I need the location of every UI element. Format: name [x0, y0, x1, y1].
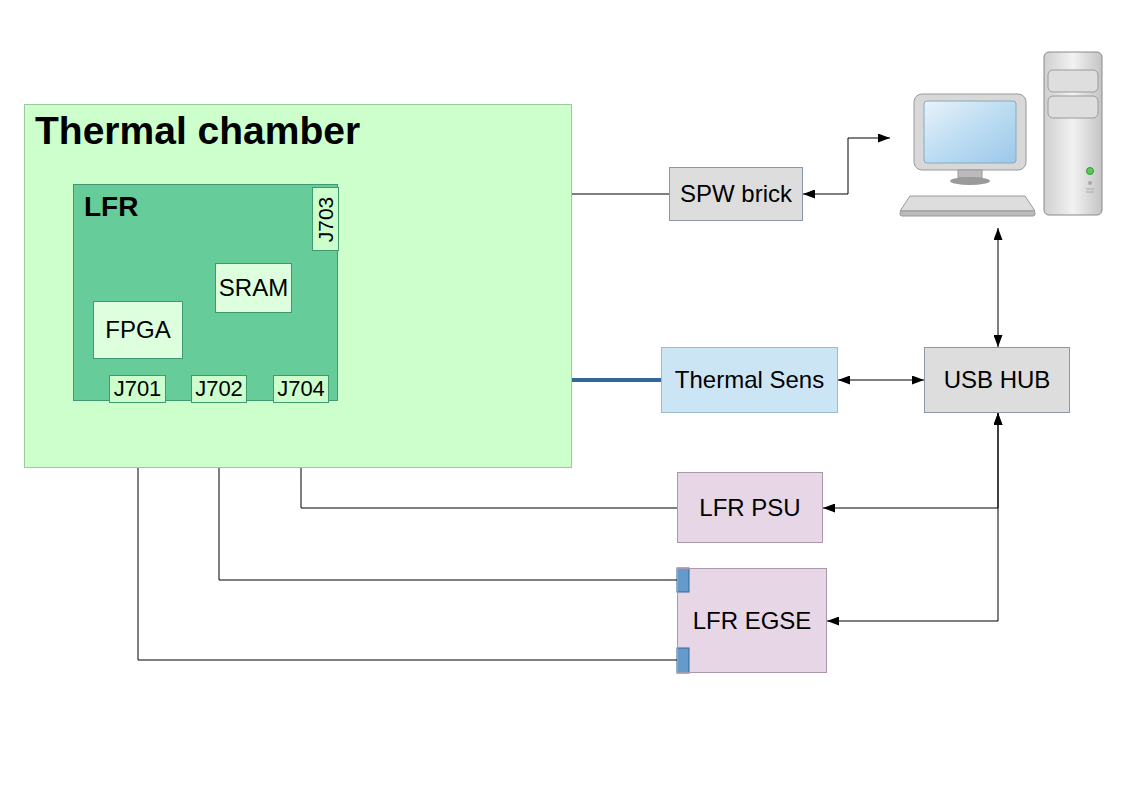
usb-computer-wire	[998, 228, 999, 347]
egse-body	[677, 568, 827, 673]
computer-icon	[900, 52, 1102, 216]
sensor-box: Thermal Sens	[661, 347, 838, 413]
box-label: USB HUB	[944, 366, 1051, 394]
device-box: LFR EGSE	[677, 568, 827, 673]
device-box: SPW brick	[669, 167, 803, 221]
chip-box: FPGA	[93, 301, 183, 359]
connector-box: J704	[273, 375, 329, 403]
computer-wires	[803, 138, 998, 347]
connector-box: J703	[312, 187, 339, 251]
box-label: J703	[315, 196, 336, 242]
signal-arrow	[838, 380, 924, 381]
signal-arrow	[823, 413, 998, 508]
signal-arrow	[827, 413, 998, 621]
chamber-region: Thermal chamberLFR J703SRAM FPGA J701 J702 J7…	[24, 104, 572, 468]
connector-box: J702	[191, 375, 247, 403]
region-heading: LFR	[84, 191, 138, 223]
chip-box: SRAM	[215, 263, 292, 313]
box-label: LFR EGSE	[693, 607, 812, 635]
box-label: Thermal Sens	[675, 366, 824, 394]
device-box: USB HUB	[924, 347, 1070, 413]
box-label: LFR PSU	[699, 494, 800, 522]
connector-box: J701	[109, 375, 166, 403]
box-label: FPGA	[105, 316, 170, 344]
region-heading: Thermal chamber	[35, 109, 360, 154]
box-label: J704	[277, 376, 325, 401]
spw-computer-wire	[803, 138, 890, 194]
box-label: J702	[195, 376, 243, 401]
board-box: LFR J703SRAM FPGA J701 J702 J704	[73, 184, 338, 401]
device-box: LFR PSU	[677, 472, 823, 543]
box-label: SPW brick	[680, 180, 792, 208]
box-label: J701	[114, 376, 162, 401]
box-label: SRAM	[219, 274, 288, 302]
